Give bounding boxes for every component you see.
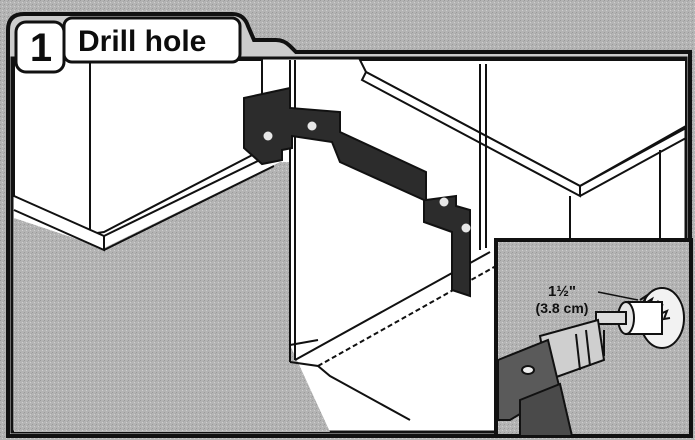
- step-number: 1: [21, 30, 61, 66]
- hole-size-imperial: 1½": [512, 283, 612, 300]
- screw-hole: [264, 132, 273, 141]
- hole-size-callout: 1½" (3.8 cm): [512, 283, 612, 317]
- hole-size-metric: (3.8 cm): [512, 300, 612, 317]
- drill-inset: [496, 240, 691, 436]
- screw-hole: [440, 198, 449, 207]
- screw-hole: [308, 122, 317, 131]
- step-title: Drill hole: [78, 25, 206, 59]
- screw-hole: [462, 224, 471, 233]
